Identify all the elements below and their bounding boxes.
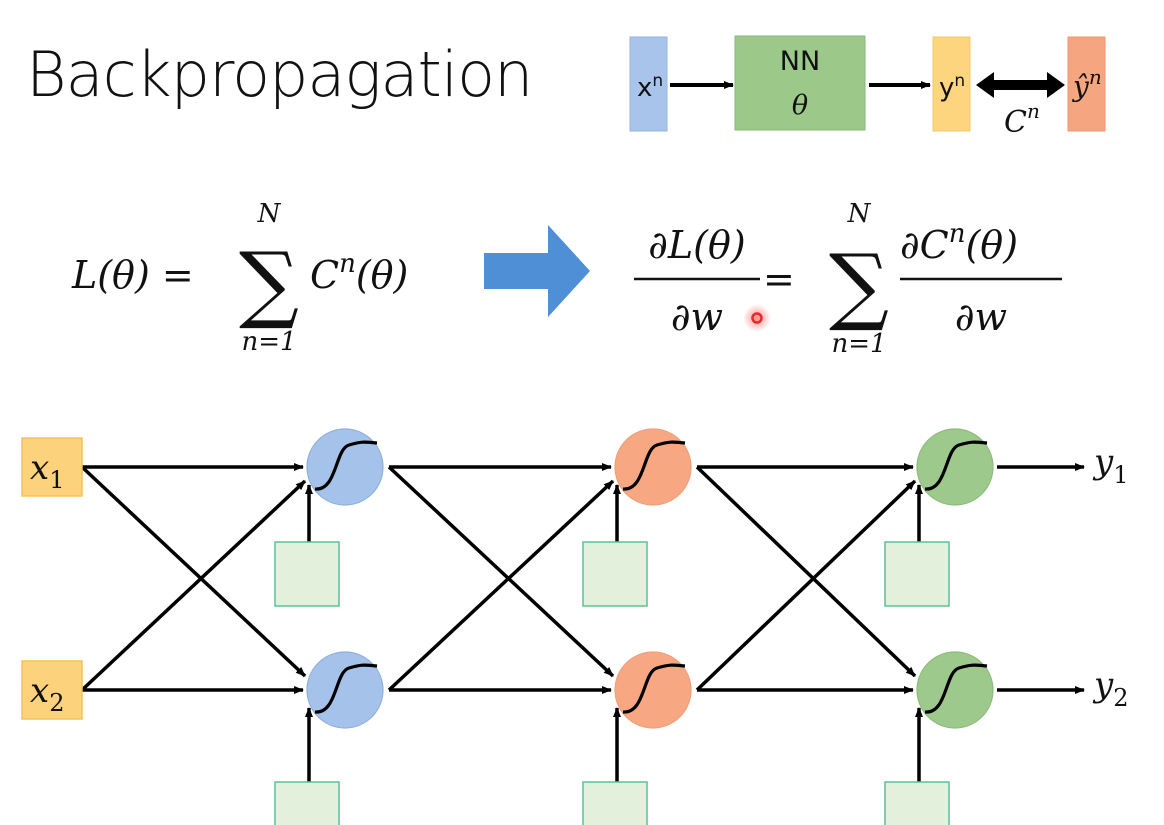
bias-box-l1-1 [274,541,340,607]
grad-denominator: ∂w [671,295,723,339]
nn-param: θ [792,90,808,121]
neuron-l3-2 [916,651,994,729]
bias-box-l2-1 [582,541,648,607]
bias-box-l2-2 [582,781,648,825]
nn-label: NN [780,46,820,77]
edge-input-2-to-l1-1 [80,479,307,692]
target-box [1067,36,1106,132]
edge-l2-1-to-l3-2 [695,465,917,678]
grad-term-denominator: ∂w [955,295,1007,339]
nn-box [734,35,866,131]
grad-sum-symbol: ∑ [829,236,889,334]
target-label: ŷn [1071,65,1102,103]
output-label-2: y2 [1092,665,1129,712]
sigmoid-icon [314,440,378,491]
neuron-l3-1 [916,428,994,506]
grad-term-numerator: ∂Cn(θ) [900,219,1018,267]
grad-equals: = [763,257,795,301]
input-label: xn [637,71,663,103]
input-label-2: x2 [30,671,64,717]
grad-numerator: ∂L(θ) [648,223,745,267]
loss-term: Cn(θ) [310,249,408,297]
sum-lower: n=1 [241,327,296,357]
sigmoid-icon [924,663,988,714]
loss-lhs: L(θ) = [71,253,194,297]
output-label: yn [939,71,965,103]
sum-symbol: ∑ [239,234,299,332]
output-label-1: y1 [1092,442,1129,489]
sigmoid-icon [622,440,686,491]
sigmoid-icon [314,663,378,714]
pipeline-diagram: xn NN θ yn Cn ŷn [629,35,1106,140]
output-box [932,36,971,132]
bias-box-l1-2 [274,781,340,825]
neural-network: x1 x2 y1 y2 [21,428,1129,825]
edge-l1-2-to-l2-1 [387,479,615,692]
sigmoid-icon [622,663,686,714]
cost-double-arrow [976,72,1065,98]
slide-title: Backpropagation [26,38,533,111]
sigmoid-icon [924,440,988,491]
neuron-l2-2 [614,651,692,729]
input-node-2 [21,660,83,720]
neuron-l2-1 [614,428,692,506]
cost-label: Cn [1004,99,1040,140]
input-node-1 [21,437,83,497]
edge-l1-1-to-l2-2 [387,465,615,678]
input-label-1: x1 [30,448,64,494]
implies-arrow [484,225,590,317]
sum-upper: N [257,199,282,229]
neuron-l1-2 [306,651,384,729]
gradient-equation: ∂L(θ) ∂w = N ∑ n=1 ∂Cn(θ) ∂w [634,199,1062,359]
grad-sum-lower: n=1 [831,329,886,359]
loss-equation: L(θ) = N ∑ n=1 Cn(θ) [71,199,408,357]
presenter-cursor [743,304,771,332]
input-box [629,36,668,132]
edge-l2-2-to-l3-1 [695,479,917,692]
neuron-l1-1 [306,428,384,506]
edge-input-1-to-l1-2 [80,465,307,678]
grad-sum-upper: N [847,199,872,229]
bias-box-l3-2 [884,781,950,825]
bias-box-l3-1 [884,541,950,607]
